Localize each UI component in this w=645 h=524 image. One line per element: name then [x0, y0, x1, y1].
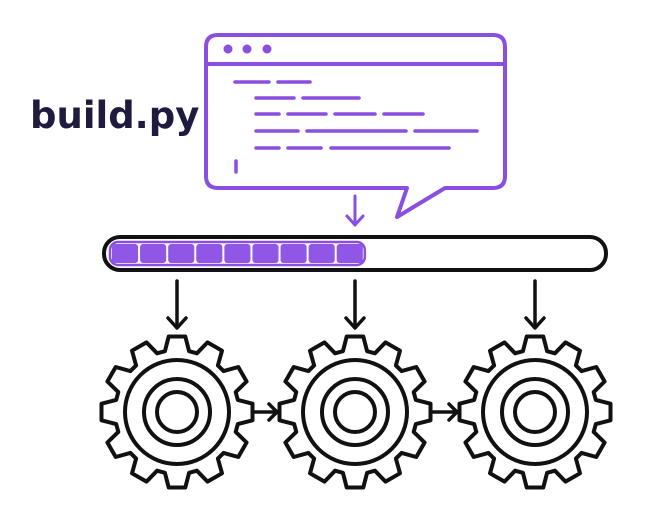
arrow-down-icon — [344, 279, 366, 330]
gear-axle — [333, 390, 377, 434]
progress-segment — [196, 244, 223, 263]
script-filename: build.py — [30, 94, 200, 137]
gear-hub — [142, 377, 212, 447]
arrow-right-icon — [431, 402, 459, 422]
code-lines — [233, 80, 479, 174]
progress-segment — [252, 244, 279, 263]
gear-icon — [457, 334, 613, 490]
gear-ring — [123, 358, 231, 466]
progress-bar — [102, 235, 608, 272]
arrow-head — [524, 316, 546, 330]
progress-segment — [112, 244, 139, 263]
arrow-right-icon — [253, 402, 279, 422]
arrow-head — [166, 316, 188, 330]
arrow-head — [267, 402, 279, 422]
gear-ring — [301, 358, 409, 466]
progress-fill-outline — [108, 240, 367, 267]
gear-icon — [277, 334, 433, 490]
progress-segments — [112, 244, 363, 263]
progress-segment — [168, 244, 195, 263]
progress-segment — [224, 244, 251, 263]
gear-axle — [513, 390, 557, 434]
progress-segment — [140, 244, 167, 263]
progress-segment — [308, 244, 335, 263]
gear-hub — [500, 377, 570, 447]
arrow-down-icon — [524, 279, 546, 330]
gears — [99, 279, 613, 490]
arrow-down-icon — [345, 194, 365, 227]
arrow-head — [344, 316, 366, 330]
gear-axle — [155, 390, 199, 434]
gear-icon — [99, 334, 255, 490]
arrow-down-icon — [166, 279, 188, 330]
progress-segment — [280, 244, 307, 263]
gear-hub — [320, 377, 390, 447]
arrow-head — [447, 402, 459, 422]
code-window-icon — [204, 33, 507, 227]
gear-ring — [481, 358, 589, 466]
progress-segment — [336, 244, 363, 263]
